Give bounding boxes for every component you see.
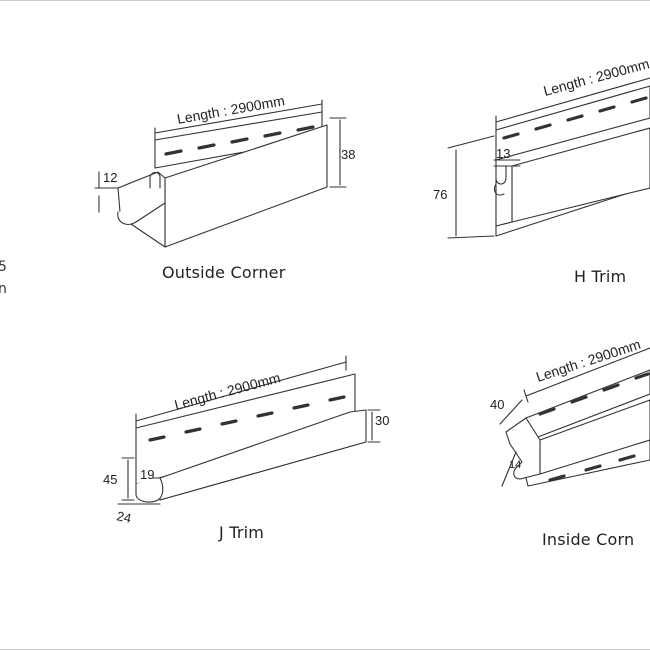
- outside-corner-length-dimension: [154, 99, 323, 141]
- inside-corner-length-label: Length : 2900mm: [534, 336, 643, 385]
- inside-corner-small-dimension: [501, 451, 517, 487]
- h-trim-caption: H Trim: [574, 267, 627, 286]
- inside-corner-drawing: Length : 2900mm 40 14: [490, 336, 650, 487]
- j-trim-length-dimension: [135, 355, 347, 429]
- j-trim-bottom-edge: [159, 441, 367, 501]
- top-border-line: [0, 0, 650, 1]
- j-trim-dim-45: 45: [103, 472, 117, 487]
- j-trim-dim-24: 24: [115, 508, 132, 526]
- h-trim-channel: [493, 183, 505, 196]
- j-trim-lip-dimension: [367, 409, 381, 443]
- outside-corner-nail-slots: [164, 125, 315, 156]
- inside-corner-length-dimension: [523, 347, 650, 403]
- h-trim-back-flange: [495, 85, 650, 161]
- h-trim-dim-76: 76: [433, 187, 447, 202]
- cropped-label-fragment-1: 5: [0, 259, 7, 275]
- outside-corner-height-dimension: [329, 117, 347, 188]
- j-trim-dim-19: 19: [140, 467, 154, 482]
- h-trim-drawing: Length : 2900mm 76 13: [433, 55, 650, 239]
- outside-corner-drawing: Length : 2900mm 38 12: [94, 92, 355, 248]
- outside-corner-small-dimension: [94, 171, 119, 213]
- outside-corner-caption: Outside Corner: [162, 263, 286, 282]
- cropped-label-fragment-2: n: [0, 281, 7, 297]
- h-trim-small-dimension: [493, 159, 521, 167]
- inside-corner-nail-slots: [538, 372, 650, 482]
- j-trim-curl: [135, 477, 164, 503]
- outside-corner-dim-38: 38: [341, 147, 355, 162]
- j-trim-nail-slots: [148, 395, 346, 442]
- h-trim-height-dimension: [447, 135, 495, 239]
- outside-corner-curl: [117, 202, 166, 225]
- outside-corner-channel: [149, 171, 161, 189]
- h-trim-left-profile: [495, 159, 513, 227]
- inside-corner-dim-40: 40: [490, 397, 504, 412]
- j-trim-drawing: Length : 2900mm 45 19 24 30: [103, 355, 389, 526]
- j-trim-height-dimension: [121, 457, 135, 501]
- j-trim-dim-30: 30: [375, 413, 389, 428]
- h-trim-nail-slots: [502, 96, 648, 140]
- j-trim-caption: J Trim: [219, 523, 265, 542]
- outside-corner-dim-12: 12: [103, 170, 117, 185]
- inside-corner-width-dimension: [499, 399, 523, 425]
- inside-corner-dim-14: 14: [509, 459, 521, 471]
- h-trim-length-dimension: [495, 77, 650, 131]
- h-trim-dim-13: 13: [496, 146, 510, 161]
- inside-corner-caption: Inside Corn: [542, 530, 635, 549]
- inside-corner-left-profile: [505, 417, 541, 480]
